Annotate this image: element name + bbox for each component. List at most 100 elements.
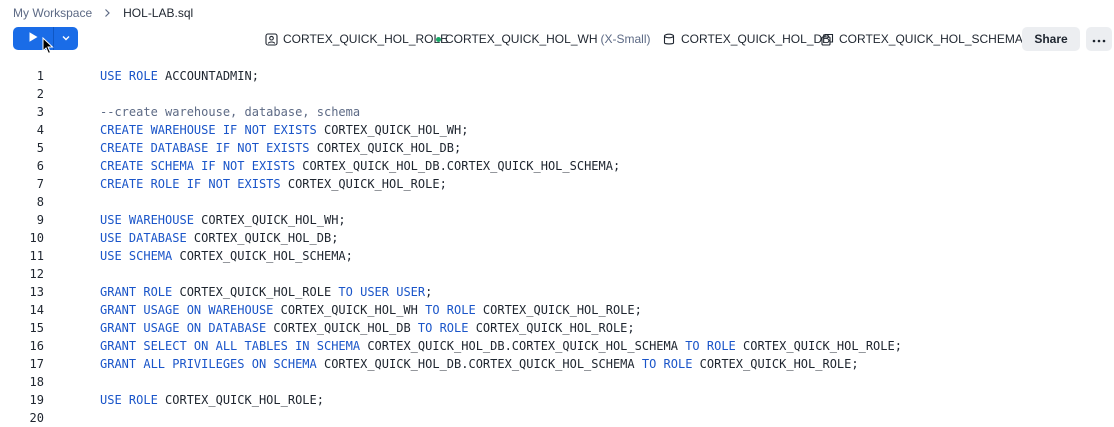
sql-keyword: GRANT ROLE bbox=[100, 285, 173, 299]
code-line[interactable]: 17 GRANT ALL PRIVILEGES ON SCHEMA CORTEX_… bbox=[0, 355, 1114, 373]
sql-keyword: CREATE DATABASE IF NOT EXISTS bbox=[100, 141, 310, 155]
share-button[interactable]: Share bbox=[1022, 27, 1080, 51]
line-number: 14 bbox=[29, 303, 44, 317]
play-icon bbox=[27, 30, 39, 48]
sql-keyword: TO ROLE bbox=[417, 321, 469, 335]
code-line[interactable]: 16 GRANT SELECT ON ALL TABLES IN SCHEMA C… bbox=[0, 337, 1114, 355]
line-number: 5 bbox=[36, 141, 44, 155]
line-number: 15 bbox=[29, 321, 44, 335]
line-number: 8 bbox=[36, 195, 44, 209]
chevron-right-icon bbox=[101, 7, 113, 19]
chevron-down-icon bbox=[61, 30, 71, 48]
code-text: GRANT USAGE ON DATABASE CORTEX_QUICK_HOL… bbox=[100, 319, 635, 337]
sql-keyword: TO USER USER bbox=[338, 285, 426, 299]
line-number: 16 bbox=[29, 339, 44, 353]
line-number: 18 bbox=[29, 375, 44, 389]
line-number: 7 bbox=[36, 177, 44, 191]
sql-keyword: GRANT USAGE ON WAREHOUSE bbox=[100, 303, 274, 317]
sql-keyword: CREATE ROLE IF NOT EXISTS bbox=[100, 177, 281, 191]
code-line[interactable]: 4 CREATE WAREHOUSE IF NOT EXISTS CORTEX_Q… bbox=[0, 121, 1114, 139]
sql-identifier: CORTEX_QUICK_HOL_DB.CORTEX_QUICK_HOL_SCH… bbox=[295, 159, 621, 173]
code-text: USE ROLE ACCOUNTADMIN; bbox=[100, 67, 259, 85]
code-text: USE WAREHOUSE CORTEX_QUICK_HOL_WH; bbox=[100, 211, 346, 229]
warehouse-name: CORTEX_QUICK_HOL_WH bbox=[445, 32, 598, 46]
role-name: CORTEX_QUICK_HOL_ROLE bbox=[283, 32, 449, 46]
sql-keyword: GRANT USAGE ON DATABASE bbox=[100, 321, 267, 335]
line-number: 2 bbox=[36, 87, 44, 101]
database-name: CORTEX_QUICK_HOL_DB bbox=[681, 32, 831, 46]
sql-keyword: USE DATABASE bbox=[100, 231, 187, 245]
role-selector[interactable]: CORTEX_QUICK_HOL_ROLE bbox=[264, 30, 448, 48]
sql-identifier: ; bbox=[425, 285, 433, 299]
sql-identifier: CORTEX_QUICK_HOL_ROLE; bbox=[280, 177, 447, 191]
code-text: GRANT ALL PRIVILEGES ON SCHEMA CORTEX_QU… bbox=[100, 355, 859, 373]
code-line[interactable]: 20 bbox=[0, 409, 1114, 427]
run-button-group bbox=[13, 27, 78, 50]
code-line[interactable]: 3 --create warehouse, database, schema bbox=[0, 103, 1114, 121]
schema-icon bbox=[820, 32, 834, 46]
code-line[interactable]: 14 GRANT USAGE ON WAREHOUSE CORTEX_QUICK_… bbox=[0, 301, 1114, 319]
schema-selector[interactable]: CORTEX_QUICK_HOL_SCHEMA bbox=[820, 30, 1023, 48]
line-number: 19 bbox=[29, 393, 44, 407]
sql-keyword: TO ROLE bbox=[685, 339, 736, 353]
code-text: CREATE ROLE IF NOT EXISTS CORTEX_QUICK_H… bbox=[100, 175, 447, 193]
code-line[interactable]: 12 bbox=[0, 265, 1114, 283]
sql-identifier: CORTEX_QUICK_HOL_ROLE; bbox=[475, 303, 642, 317]
user-icon bbox=[264, 32, 278, 46]
code-line[interactable]: 9 USE WAREHOUSE CORTEX_QUICK_HOL_WH; bbox=[0, 211, 1114, 229]
code-text: GRANT ROLE CORTEX_QUICK_HOL_ROLE TO USER… bbox=[100, 283, 432, 301]
run-button[interactable] bbox=[13, 27, 53, 50]
code-text: USE ROLE CORTEX_QUICK_HOL_ROLE; bbox=[100, 391, 324, 409]
sql-identifier: CORTEX_QUICK_HOL_WH bbox=[273, 303, 426, 317]
sql-identifier: ACCOUNTADMIN; bbox=[157, 69, 259, 83]
breadcrumb-workspace-link[interactable]: My Workspace bbox=[13, 6, 93, 20]
code-text: CREATE SCHEMA IF NOT EXISTS CORTEX_QUICK… bbox=[100, 157, 620, 175]
code-line[interactable]: 19 USE ROLE CORTEX_QUICK_HOL_ROLE; bbox=[0, 391, 1114, 409]
line-number: 3 bbox=[36, 105, 44, 119]
line-number: 11 bbox=[29, 249, 44, 263]
database-selector[interactable]: CORTEX_QUICK_HOL_DB bbox=[662, 30, 830, 48]
code-line[interactable]: 18 bbox=[0, 373, 1114, 391]
code-text: CREATE WAREHOUSE IF NOT EXISTS CORTEX_QU… bbox=[100, 121, 468, 139]
line-number: 20 bbox=[29, 411, 44, 425]
sql-identifier: CORTEX_QUICK_HOL_ROLE; bbox=[735, 339, 902, 353]
sql-keyword: TO ROLE bbox=[641, 357, 693, 371]
line-number: 17 bbox=[29, 357, 44, 371]
line-number: 9 bbox=[36, 213, 44, 227]
line-number: 10 bbox=[29, 231, 44, 245]
code-line[interactable]: 8 bbox=[0, 193, 1114, 211]
more-options-button[interactable] bbox=[1086, 27, 1112, 51]
line-number: 4 bbox=[36, 123, 44, 137]
warehouse-size: (X-Small) bbox=[600, 32, 651, 46]
line-number: 1 bbox=[36, 69, 44, 83]
run-options-dropdown[interactable] bbox=[54, 27, 78, 50]
code-line[interactable]: 7 CREATE ROLE IF NOT EXISTS CORTEX_QUICK_… bbox=[0, 175, 1114, 193]
sql-comment: --create warehouse, database, schema bbox=[100, 105, 361, 119]
code-text: GRANT USAGE ON WAREHOUSE CORTEX_QUICK_HO… bbox=[100, 301, 642, 319]
sql-keyword: USE WAREHOUSE bbox=[100, 213, 194, 227]
code-line[interactable]: 2 bbox=[0, 85, 1114, 103]
code-line[interactable]: 15 GRANT USAGE ON DATABASE CORTEX_QUICK_H… bbox=[0, 319, 1114, 337]
warehouse-selector[interactable]: CORTEX_QUICK_HOL_WH (X-Small) bbox=[436, 30, 650, 48]
breadcrumb-file-name[interactable]: HOL-LAB.sql bbox=[123, 6, 194, 20]
code-line[interactable]: 1 USE ROLE ACCOUNTADMIN; bbox=[0, 67, 1114, 85]
code-line[interactable]: 10 USE DATABASE CORTEX_QUICK_HOL_DB; bbox=[0, 229, 1114, 247]
sql-keyword: CREATE WAREHOUSE IF NOT EXISTS bbox=[100, 123, 317, 137]
sql-identifier: CORTEX_QUICK_HOL_WH; bbox=[193, 213, 346, 227]
sql-identifier: CORTEX_QUICK_HOL_DB; bbox=[309, 141, 462, 155]
code-text: --create warehouse, database, schema bbox=[100, 103, 360, 121]
database-icon bbox=[662, 32, 676, 46]
code-line[interactable]: 5 CREATE DATABASE IF NOT EXISTS CORTEX_QU… bbox=[0, 139, 1114, 157]
sql-keyword: USE ROLE bbox=[100, 393, 158, 407]
code-text: GRANT SELECT ON ALL TABLES IN SCHEMA COR… bbox=[100, 337, 902, 355]
sql-identifier: CORTEX_QUICK_HOL_DB.CORTEX_QUICK_HOL_SCH… bbox=[360, 339, 686, 353]
sql-identifier: CORTEX_QUICK_HOL_DB.CORTEX_QUICK_HOL_SCH… bbox=[316, 357, 642, 371]
run-button-divider bbox=[53, 27, 54, 50]
sql-identifier: CORTEX_QUICK_HOL_ROLE bbox=[172, 285, 339, 299]
sql-keyword: GRANT ALL PRIVILEGES ON SCHEMA bbox=[100, 357, 317, 371]
code-text: USE DATABASE CORTEX_QUICK_HOL_DB; bbox=[100, 229, 338, 247]
